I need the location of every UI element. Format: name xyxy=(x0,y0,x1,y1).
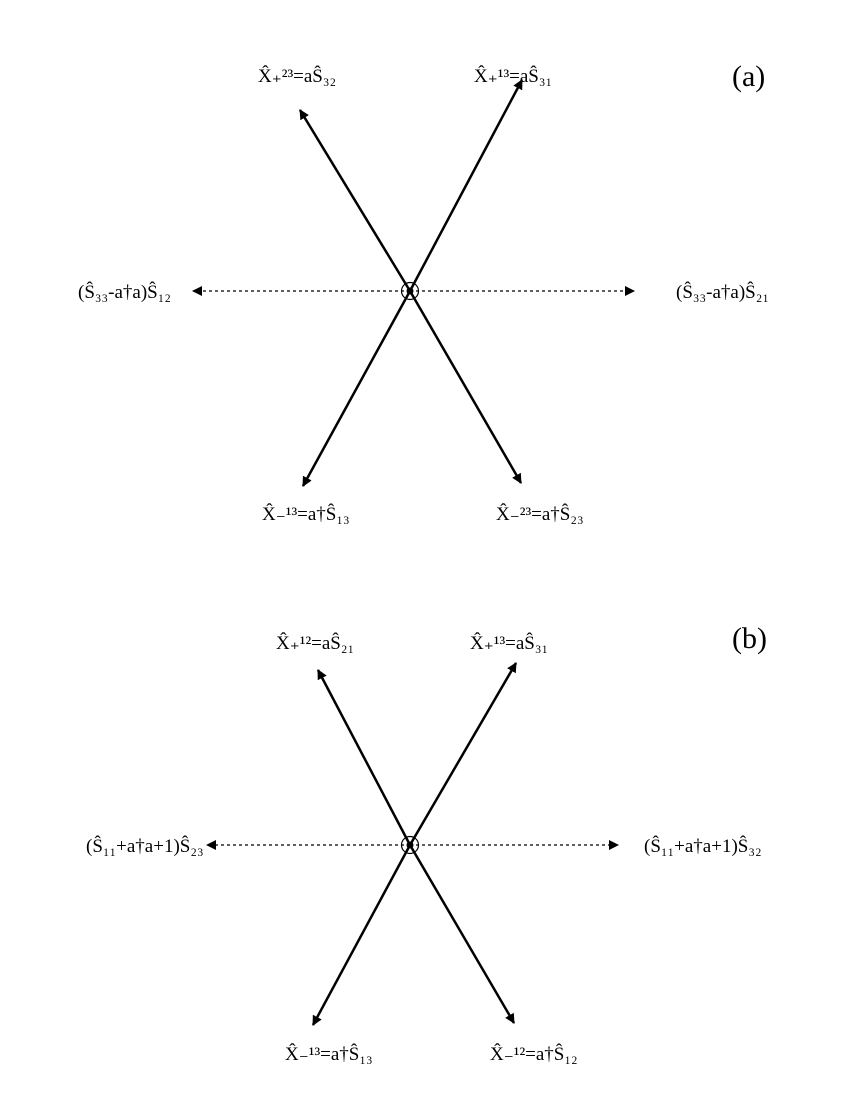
panel-a-arrow-down-right xyxy=(408,290,523,484)
panel-b-center-dot xyxy=(406,841,414,849)
panel-b-label-up-left: X̂₊¹²=aŜ₂₁ xyxy=(276,632,354,654)
panel-a-arrow-up-right xyxy=(408,79,524,292)
panel-b-arrow-down-left xyxy=(311,844,412,1026)
panel-a-label-left: (Ŝ₃₃-a†a)Ŝ₁₂ xyxy=(78,281,171,303)
panel-a-label-up-right: X̂₊¹³=aŜ₃₁ xyxy=(474,65,552,87)
panel-b-arrow-up-left xyxy=(316,669,412,846)
panel-b-label: (b) xyxy=(732,622,767,655)
panel-a-label-up-left: X̂₊²³=aŜ₃₂ xyxy=(258,65,336,87)
panel-a-label-down-right: X̂₋²³=a†Ŝ₂₃ xyxy=(496,503,584,525)
panel-a-center-dot xyxy=(406,287,414,295)
panel-b-label-down-left: X̂₋¹³=a†Ŝ₁₃ xyxy=(285,1043,373,1065)
panel-a-arrow-down-left xyxy=(301,290,412,487)
panel-a: (a) X̂₊²³=aŜ₃₂ X̂₊¹³=aŜ₃₁ (Ŝ₃₃-a†a)Ŝ… xyxy=(78,60,769,525)
panel-b-label-left: (Ŝ₁₁+a†a+1)Ŝ₂₃ xyxy=(86,835,204,857)
panel-a-center-ring xyxy=(400,281,420,301)
panel-b-center-ring xyxy=(400,835,420,855)
panel-b-label-up-right: X̂₊¹³=aŜ₃₁ xyxy=(470,632,548,654)
panel-a-label: (a) xyxy=(732,60,765,93)
panel-a-label-right: (Ŝ₃₃-a†a)Ŝ₂₁ xyxy=(676,281,769,303)
panel-b-label-down-right: X̂₋¹²=a†Ŝ₁₂ xyxy=(490,1043,578,1065)
panel-a-label-down-left: X̂₋¹³=a†Ŝ₁₃ xyxy=(262,503,350,525)
panel-a-arrow-up-left xyxy=(298,109,412,292)
panel-b-arrow-down-right xyxy=(408,844,516,1024)
panel-b: (b) X̂₊¹²=aŜ₂₁ X̂₊¹³=aŜ₃₁ (Ŝ₁₁+a†a+1)… xyxy=(86,622,767,1065)
panel-b-arrow-up-right xyxy=(408,662,518,846)
panel-b-label-right: (Ŝ₁₁+a†a+1)Ŝ₃₂ xyxy=(644,835,762,857)
